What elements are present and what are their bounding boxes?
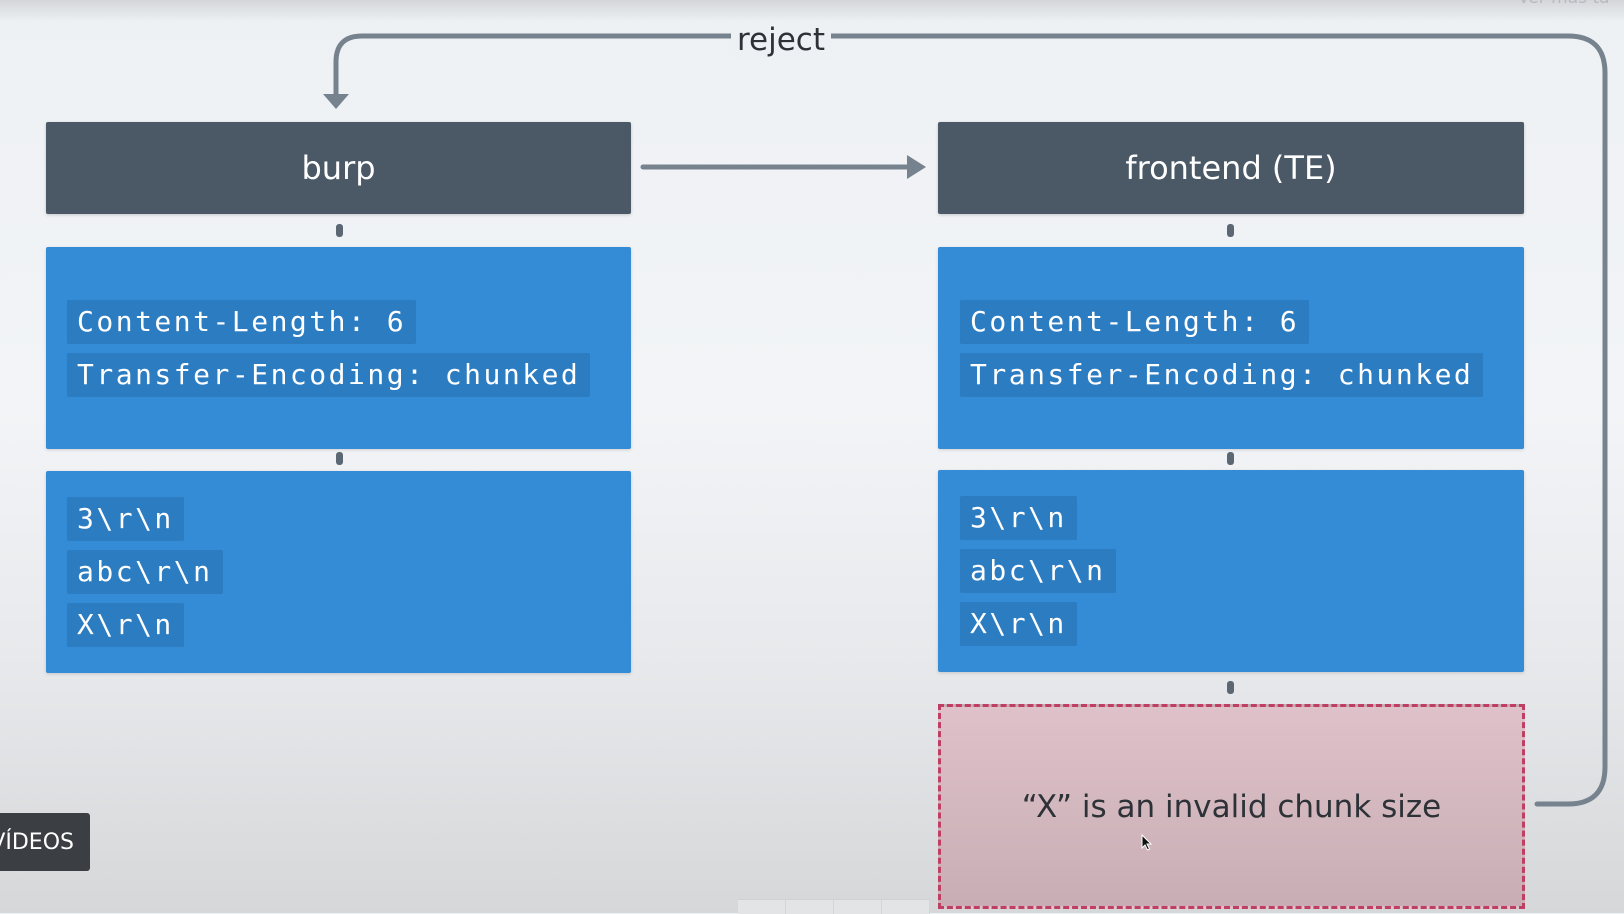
bottom-bar-segment	[882, 900, 930, 914]
frontend-content-length-line: Content-Length: 6	[960, 300, 1310, 344]
burp-headers-panel: Content-Length: 6 Transfer-Encoding: chu…	[46, 247, 631, 449]
bottom-bar-segment	[738, 900, 786, 914]
frontend-header-label: frontend (TE)	[1125, 149, 1337, 187]
frontend-chunk-size-line: 3\r\n	[960, 496, 1077, 540]
arrow-right-icon	[907, 155, 926, 179]
burp-header-label: burp	[301, 149, 376, 187]
mouse-cursor-icon	[1141, 834, 1153, 851]
bottom-player-bar	[738, 899, 930, 914]
frontend-transfer-encoding-line: Transfer-Encoding: chunked	[960, 353, 1484, 397]
frontend-invalid-chunk-line: X\r\n	[960, 602, 1077, 646]
burp-invalid-chunk-line: X\r\n	[67, 603, 184, 647]
videos-badge[interactable]: VÍDEOS	[0, 813, 90, 871]
frontend-headers-panel: Content-Length: 6 Transfer-Encoding: chu…	[938, 247, 1524, 449]
tick-left-1	[336, 224, 343, 237]
reject-label-text: reject	[730, 22, 832, 58]
corner-overlay-text: Ver más ta	[1518, 0, 1609, 8]
burp-body-panel: 3\r\n abc\r\n X\r\n	[46, 471, 631, 673]
frontend-body-panel: 3\r\n abc\r\n X\r\n	[938, 470, 1524, 672]
videos-badge-label: VÍDEOS	[0, 829, 74, 855]
tick-left-2	[336, 452, 343, 465]
tick-right-1	[1227, 224, 1234, 237]
burp-header: burp	[46, 122, 631, 214]
tick-right-3	[1227, 681, 1234, 694]
reject-label: reject	[728, 18, 834, 62]
burp-chunk-data-line: abc\r\n	[67, 550, 223, 594]
bottom-bar-segment	[786, 900, 834, 914]
reject-loop-line	[333, 33, 1608, 807]
tick-right-2	[1227, 452, 1234, 465]
top-shadow	[0, 0, 1624, 22]
bottom-bar-segment	[834, 900, 882, 914]
burp-transfer-encoding-line: Transfer-Encoding: chunked	[67, 353, 591, 397]
burp-chunk-size-line: 3\r\n	[67, 497, 184, 541]
error-message: “X” is an invalid chunk size	[1021, 788, 1442, 825]
burp-content-length-line: Content-Length: 6	[67, 300, 417, 344]
frontend-header: frontend (TE)	[938, 122, 1524, 214]
frontend-chunk-data-line: abc\r\n	[960, 549, 1116, 593]
invalid-chunk-error-box: “X” is an invalid chunk size	[938, 704, 1525, 909]
arrow-down-icon	[323, 94, 349, 109]
